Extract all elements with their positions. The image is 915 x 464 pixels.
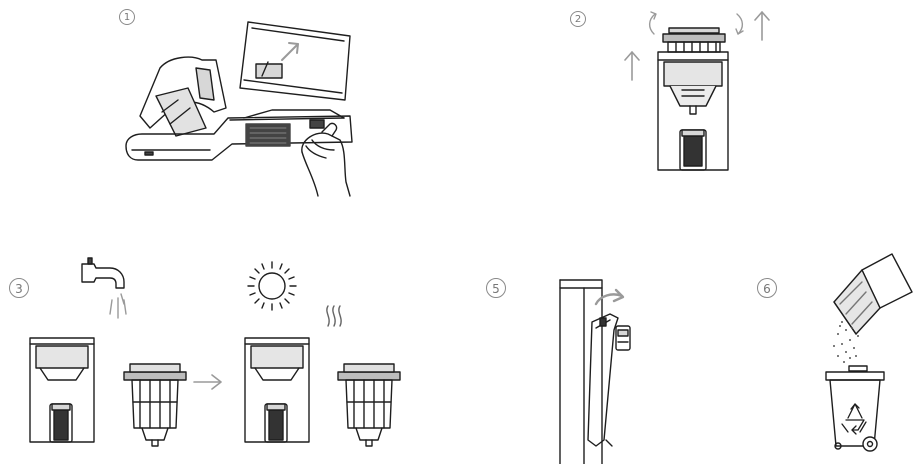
clip-arrow-icon bbox=[596, 290, 623, 304]
detachable-clip bbox=[588, 314, 630, 446]
faucet-icon bbox=[82, 258, 126, 318]
hand bbox=[302, 123, 350, 196]
vacuum-handle bbox=[140, 57, 226, 136]
recycle-bin-icon bbox=[826, 366, 884, 451]
filter-assembly bbox=[663, 28, 725, 52]
step-5-illustration bbox=[560, 280, 630, 464]
handle-pole bbox=[560, 280, 602, 464]
recycle-symbol-icon bbox=[842, 404, 866, 434]
step-3-illustration bbox=[30, 258, 400, 446]
direction-arrow-icon bbox=[282, 43, 298, 60]
step-2-illustration bbox=[625, 12, 769, 170]
bin-body bbox=[658, 52, 728, 170]
base-station bbox=[126, 110, 352, 160]
filter-assembly-right bbox=[338, 364, 400, 446]
bin-body-left bbox=[30, 338, 94, 442]
step-1-illustration bbox=[126, 22, 352, 196]
step-6-illustration bbox=[826, 254, 912, 451]
filter-assembly-left bbox=[124, 364, 186, 446]
dust-bin-lifted bbox=[240, 22, 350, 100]
tilted-bin-icon bbox=[834, 254, 912, 334]
next-arrow-icon bbox=[194, 375, 221, 389]
sun-icon bbox=[248, 262, 296, 310]
heat-waves-icon bbox=[327, 306, 341, 326]
bin-body-right bbox=[245, 338, 309, 442]
